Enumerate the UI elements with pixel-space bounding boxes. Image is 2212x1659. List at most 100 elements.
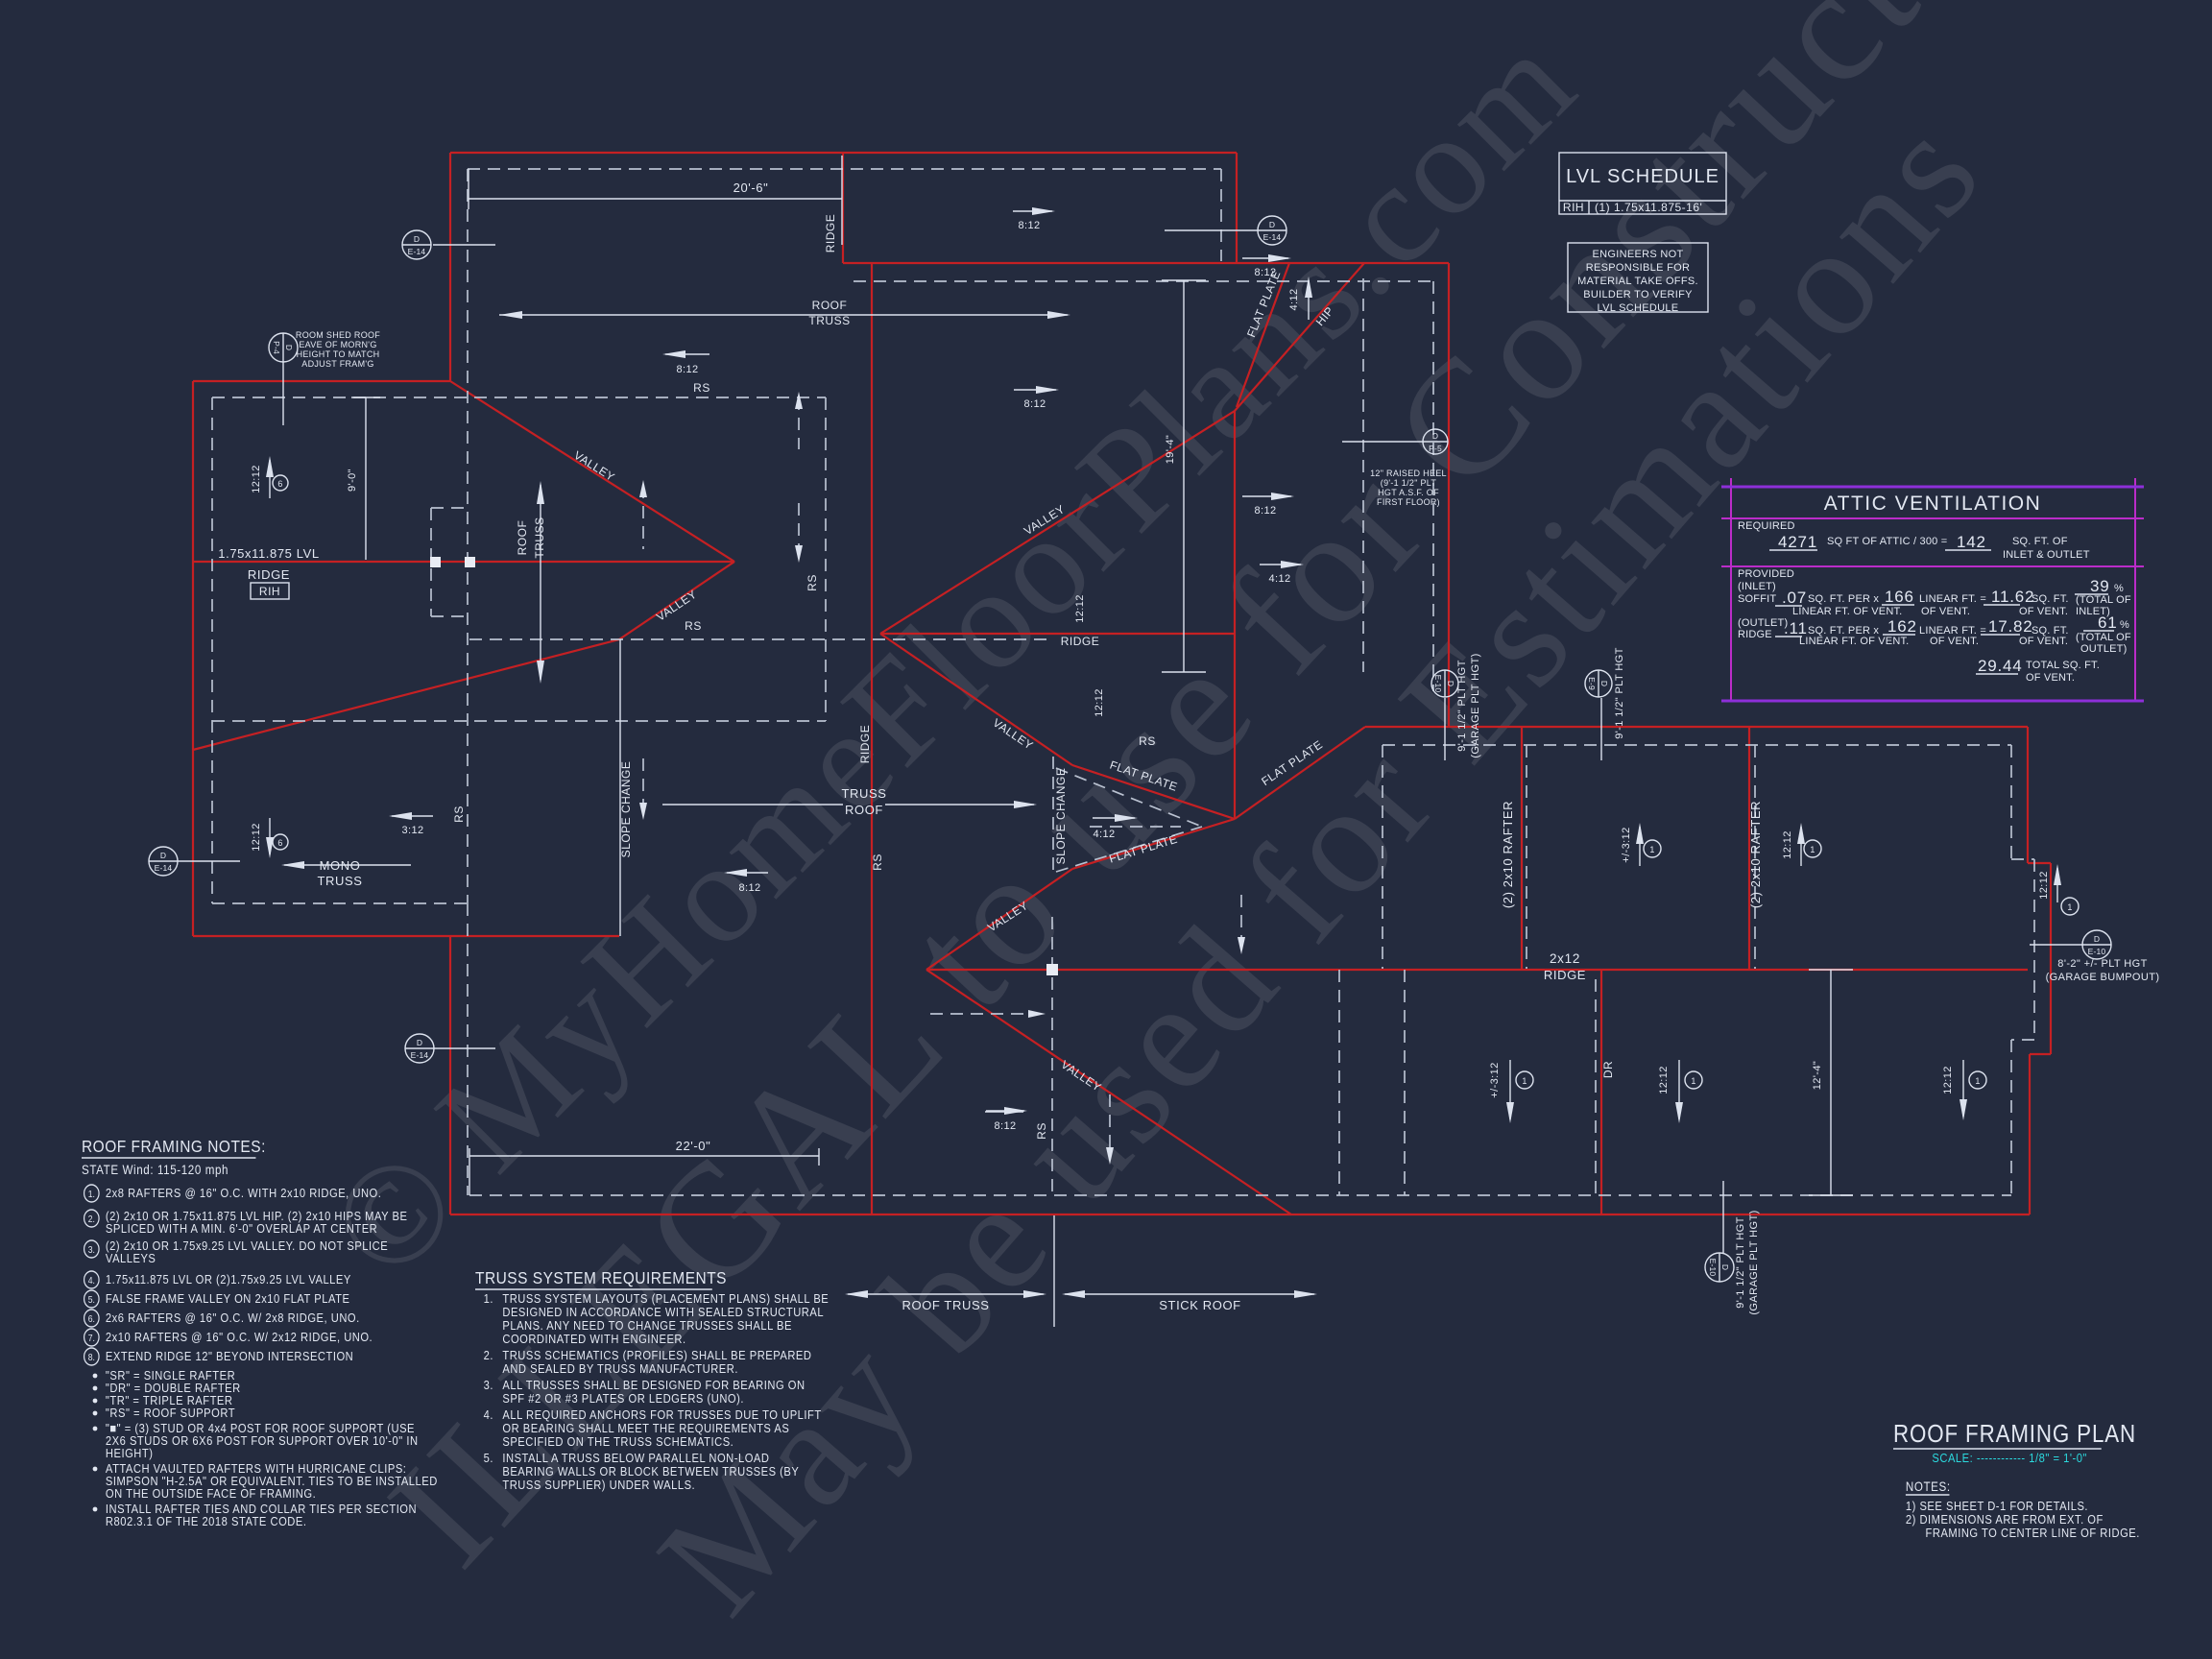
svg-text:1: 1 xyxy=(1975,1076,1980,1086)
svg-text:BUILDER TO VERIFY: BUILDER TO VERIFY xyxy=(1583,289,1693,301)
svg-text:(TOTAL OF: (TOTAL OF xyxy=(2076,632,2131,643)
svg-text:ADJUST FRAM'G: ADJUST FRAM'G xyxy=(301,359,373,369)
svg-text:2x12: 2x12 xyxy=(1550,951,1580,966)
svg-text:NOTES:: NOTES: xyxy=(1906,1479,1951,1494)
svg-text:12:12: 12:12 xyxy=(2038,871,2050,900)
svg-text:19'-4": 19'-4" xyxy=(1165,435,1176,464)
svg-text:D: D xyxy=(414,234,420,244)
svg-text:1: 1 xyxy=(1522,1076,1527,1086)
svg-text:R802.3.1 OF THE 2018 STATE COD: R802.3.1 OF THE 2018 STATE CODE. xyxy=(106,1514,307,1528)
svg-text:4.: 4. xyxy=(484,1407,493,1422)
svg-text:E-14: E-14 xyxy=(411,1050,429,1060)
svg-text:142: 142 xyxy=(1957,533,1986,551)
svg-text:1: 1 xyxy=(1691,1076,1695,1086)
svg-text:1.: 1. xyxy=(484,1291,493,1306)
svg-text:4:12: 4:12 xyxy=(1093,829,1115,840)
svg-text:RESPONSIBLE FOR: RESPONSIBLE FOR xyxy=(1586,262,1690,274)
svg-text:4:12: 4:12 xyxy=(1268,573,1290,585)
svg-text:SOFFIT: SOFFIT xyxy=(1738,593,1776,605)
svg-text:1: 1 xyxy=(1649,845,1654,854)
svg-text:2x6 RAFTERS @ 16" O.C. W/ 2x8: 2x6 RAFTERS @ 16" O.C. W/ 2x8 RIDGE, UNO… xyxy=(106,1310,360,1325)
svg-text:OF VENT.: OF VENT. xyxy=(2019,636,2068,647)
svg-text:OR BEARING SHALL MEET THE REQU: OR BEARING SHALL MEET THE REQUIREMENTS A… xyxy=(502,1421,789,1435)
svg-text:11.62: 11.62 xyxy=(1991,588,2034,606)
svg-text:ROOF: ROOF xyxy=(516,520,529,556)
svg-text:8:12: 8:12 xyxy=(738,882,760,894)
svg-text:BEARING WALLS OR BLOCK BETWEEN: BEARING WALLS OR BLOCK BETWEEN TRUSSES (… xyxy=(502,1464,799,1479)
svg-text:LINEAR FT. OF VENT.: LINEAR FT. OF VENT. xyxy=(1792,606,1902,617)
svg-text:SQ. FT. PER x: SQ. FT. PER x xyxy=(1808,625,1879,637)
svg-text:"■" = (3) STUD OR 4x4 POST FOR: "■" = (3) STUD OR 4x4 POST FOR ROOF SUPP… xyxy=(106,1421,415,1435)
svg-text:+/-3:12: +/-3:12 xyxy=(1621,827,1632,862)
svg-text:6.: 6. xyxy=(88,1313,95,1324)
svg-text:8:12: 8:12 xyxy=(1254,267,1276,278)
svg-text:(2) 2x10 RAFTER: (2) 2x10 RAFTER xyxy=(1501,801,1515,908)
svg-text:RIDGE: RIDGE xyxy=(824,214,837,253)
svg-text:(2) 2x10 OR 1.75x9.25 LVL VALL: (2) 2x10 OR 1.75x9.25 LVL VALLEY. DO NOT… xyxy=(106,1238,388,1253)
svg-text:17.82: 17.82 xyxy=(1988,617,2033,636)
svg-text:12" RAISED HEEL: 12" RAISED HEEL xyxy=(1370,469,1447,478)
svg-text:RIDGE: RIDGE xyxy=(1544,968,1586,982)
svg-text:%: % xyxy=(2120,619,2129,631)
svg-text:29.44: 29.44 xyxy=(1978,657,2023,675)
svg-text:ROOF: ROOF xyxy=(812,299,848,312)
svg-text:3.: 3. xyxy=(484,1378,493,1392)
svg-text:STATE Wind: 115-120 mph: STATE Wind: 115-120 mph xyxy=(82,1163,228,1177)
svg-text:D: D xyxy=(1269,220,1275,229)
svg-text:D: D xyxy=(417,1038,422,1047)
svg-text:"SR" = SINGLE RAFTER: "SR" = SINGLE RAFTER xyxy=(106,1368,235,1382)
svg-text:8:12: 8:12 xyxy=(994,1120,1016,1132)
svg-text:SPF #2 OR #3 PLATES OR LEDGERS: SPF #2 OR #3 PLATES OR LEDGERS (UNO). xyxy=(502,1391,744,1406)
svg-text:SQ. FT.: SQ. FT. xyxy=(2032,593,2069,605)
svg-text:2x8 RAFTERS @ 16" O.C. WITH 2x: 2x8 RAFTERS @ 16" O.C. WITH 2x10 RIDGE, … xyxy=(106,1186,381,1200)
svg-text:SPECIFIED ON THE TRUSS SCHEMAT: SPECIFIED ON THE TRUSS SCHEMATICS. xyxy=(502,1434,733,1449)
svg-text:FALSE FRAME VALLEY ON 2x10 FLA: FALSE FRAME VALLEY ON 2x10 FLAT PLATE xyxy=(106,1291,350,1306)
svg-text:REQUIRED: REQUIRED xyxy=(1738,520,1795,532)
svg-text:"RS" = ROOF SUPPORT: "RS" = ROOF SUPPORT xyxy=(106,1406,235,1420)
svg-text:.07: .07 xyxy=(1782,589,1807,607)
svg-text:E-10: E-10 xyxy=(1433,675,1443,693)
svg-text:D: D xyxy=(284,345,294,350)
svg-text:HEIGHT): HEIGHT) xyxy=(106,1446,154,1460)
svg-text:9'-1 1/2" PLT HGT: 9'-1 1/2" PLT HGT xyxy=(1456,660,1468,752)
svg-text:RS: RS xyxy=(452,805,466,823)
svg-text:P-5: P-5 xyxy=(1429,444,1442,453)
svg-text:1: 1 xyxy=(2067,902,2072,912)
svg-text:1) SEE SHEET D-1 FOR DETAILS.: 1) SEE SHEET D-1 FOR DETAILS. xyxy=(1906,1499,2088,1513)
svg-text:ROOF TRUSS: ROOF TRUSS xyxy=(902,1298,990,1312)
svg-text:P-4: P-4 xyxy=(272,341,281,354)
svg-text:RS: RS xyxy=(871,854,884,871)
svg-text:RIDGE: RIDGE xyxy=(858,725,872,764)
svg-text:SPLICED WITH A MIN. 6'-0" OVER: SPLICED WITH A MIN. 6'-0" OVERLAP AT CEN… xyxy=(106,1221,377,1236)
svg-text:SCALE: ------------ 1/8" = 1'-: SCALE: ------------ 1/8" = 1'-0" xyxy=(1932,1451,2087,1465)
svg-text:8.: 8. xyxy=(88,1352,95,1362)
svg-text:20'-6": 20'-6" xyxy=(733,180,769,195)
svg-text:12:12: 12:12 xyxy=(1782,830,1793,859)
svg-text:TRUSS SCHEMATICS (PROFILES) SH: TRUSS SCHEMATICS (PROFILES) SHALL BE PRE… xyxy=(502,1348,811,1362)
svg-text:FRAMING TO CENTER LINE OF RIDG: FRAMING TO CENTER LINE OF RIDGE. xyxy=(1926,1526,2140,1540)
svg-text:INLET & OUTLET: INLET & OUTLET xyxy=(2003,549,2090,561)
svg-text:PROVIDED: PROVIDED xyxy=(1738,568,1794,580)
svg-text:2.: 2. xyxy=(484,1348,493,1362)
svg-text:6: 6 xyxy=(277,838,282,848)
svg-text:OUTLET): OUTLET) xyxy=(2080,643,2127,655)
svg-text:TRUSS SUPPLIER) UNDER WALLS.: TRUSS SUPPLIER) UNDER WALLS. xyxy=(502,1478,695,1492)
svg-text:12:12: 12:12 xyxy=(1094,688,1105,717)
svg-text:SQ. FT. PER x: SQ. FT. PER x xyxy=(1808,593,1879,605)
svg-text:12:12: 12:12 xyxy=(1658,1066,1670,1094)
svg-text:VALLEYS: VALLEYS xyxy=(106,1251,156,1265)
svg-text:8:12: 8:12 xyxy=(1018,220,1040,231)
svg-text:E-9: E-9 xyxy=(1587,677,1597,690)
svg-text:LVL SCHEDULE: LVL SCHEDULE xyxy=(1598,302,1679,314)
svg-text:RS: RS xyxy=(693,381,710,395)
svg-text:5.: 5. xyxy=(88,1294,95,1305)
svg-text:SQ FT OF ATTIC / 300 =: SQ FT OF ATTIC / 300 = xyxy=(1827,536,1947,547)
svg-text:TRUSS SYSTEM REQUIREMENTS: TRUSS SYSTEM REQUIREMENTS xyxy=(475,1268,727,1287)
svg-text:LINEAR FT. =: LINEAR FT. = xyxy=(1919,625,1986,637)
svg-text:SIMPSON "H-2.5A" OR EQUIVALENT: SIMPSON "H-2.5A" OR EQUIVALENT. TIES TO … xyxy=(106,1474,438,1488)
svg-text:ATTACH VAULTED RAFTERS WITH HU: ATTACH VAULTED RAFTERS WITH HURRICANE CL… xyxy=(106,1461,406,1476)
svg-text:D: D xyxy=(1446,681,1455,686)
svg-text:166: 166 xyxy=(1885,588,1914,606)
svg-text:12'-4": 12'-4" xyxy=(1812,1061,1823,1090)
svg-text:E-10: E-10 xyxy=(2088,947,2106,956)
